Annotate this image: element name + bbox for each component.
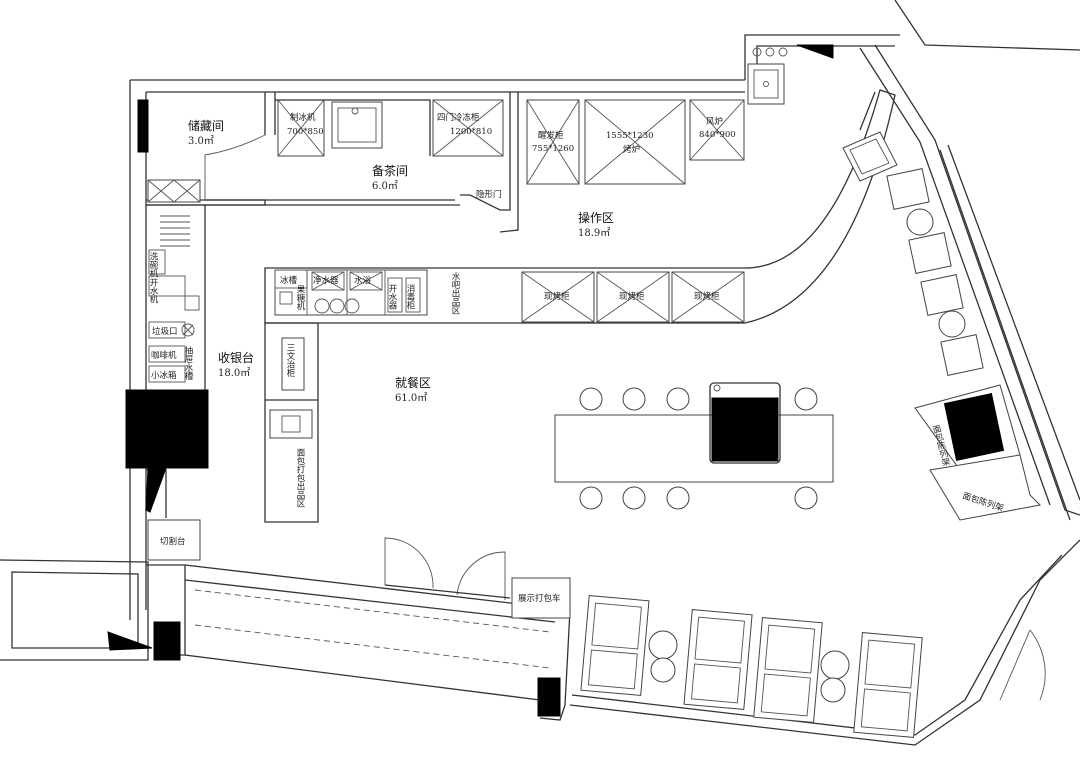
operation-area: 18.9㎡	[578, 227, 610, 239]
dining-name: 就餐区	[395, 375, 431, 390]
bread-rack-right: 面包陈列架 面包陈列架	[914, 384, 1042, 521]
four-door-fridge-size: 1200*810	[450, 127, 492, 137]
operation-name: 操作区	[578, 210, 614, 225]
dining-area: 61.0㎡	[395, 392, 427, 404]
columns	[107, 44, 834, 717]
stove-name: 风炉	[706, 116, 723, 127]
fruit-machine-label: 果糖机	[295, 285, 305, 311]
oven-size: 1555*1230	[606, 131, 654, 141]
prep-sink	[331, 101, 383, 149]
cutting-table-label: 切割台	[160, 536, 186, 547]
angled-sink	[842, 131, 898, 182]
booths	[580, 595, 923, 738]
four-door-fridge-name: 四门冷冻柜	[437, 112, 480, 123]
oven: 1555*1230 烤炉	[584, 99, 686, 185]
dishwasher-label: 洗碗机	[148, 251, 158, 278]
hot-water-label: 开水器	[387, 284, 397, 310]
coffee-label: 咖啡机	[151, 350, 177, 361]
dryer-label: 消毒柜	[405, 283, 415, 310]
display-case-1-label: 现烤柜	[544, 291, 570, 302]
display-case-2: 现烤柜	[596, 271, 670, 323]
oven-name: 烤炉	[623, 144, 640, 155]
cashier-area: 18.0㎡	[218, 367, 250, 379]
open-machine-label: 开水机	[148, 278, 158, 304]
bread-pack-label: 面包打包出品区	[295, 448, 305, 508]
interior-walls	[146, 89, 896, 523]
ice-machine-size: 700*850	[287, 127, 324, 137]
four-door-fridge: 四门冷冻柜 1200*810	[432, 99, 504, 157]
mini-fridge-label: 小冰箱	[151, 370, 177, 381]
stove: 风炉 840*900	[689, 99, 745, 161]
water-bar-label: 水吧出品区	[450, 271, 460, 314]
right-seating	[886, 168, 984, 376]
proofing-cabinet: 醒发柜 755*1260	[526, 99, 580, 185]
tea-prep-name: 备茶间	[372, 163, 408, 178]
water-purifier-label: 净水器	[313, 275, 339, 286]
drain-sink-label: 抽屉水槽	[183, 345, 193, 381]
ice-machine-name: 制冰机	[290, 112, 316, 123]
ice-machine: 制冰机 700*850	[277, 99, 325, 157]
ice-sink-label: 冰槽	[280, 275, 298, 286]
tea-prep-area: 6.0㎡	[372, 180, 398, 192]
proofing-cabinet-size: 755*1260	[532, 144, 574, 154]
sandwich-label: 三文治柜	[285, 343, 295, 378]
display-case-3: 现烤柜	[671, 271, 745, 323]
left-cabinets: 洗碗机 开水机 垃圾口 咖啡机 小冰箱 抽屉水槽	[147, 179, 201, 383]
hidden-door-label: 隐形门	[476, 189, 502, 200]
storage-area: 3.0㎡	[188, 135, 214, 147]
stove-size: 840*900	[699, 130, 736, 140]
trash-label: 垃圾口	[152, 326, 178, 337]
entrance-doors: 展示打包车	[384, 537, 1046, 701]
display-case-1: 现烤柜	[521, 271, 595, 323]
corner-sink	[747, 47, 788, 105]
display-case-3-label: 现烤柜	[694, 291, 720, 302]
water-bath-label: 水浴	[354, 275, 372, 286]
long-table	[554, 382, 834, 510]
display-case-2-label: 现烤柜	[619, 291, 645, 302]
storage-name: 储藏间	[188, 118, 224, 133]
cashier-name: 收银台	[218, 350, 254, 365]
display-cart-label: 展示打包车	[518, 593, 561, 604]
proofing-cabinet-name: 醒发柜	[538, 130, 564, 141]
